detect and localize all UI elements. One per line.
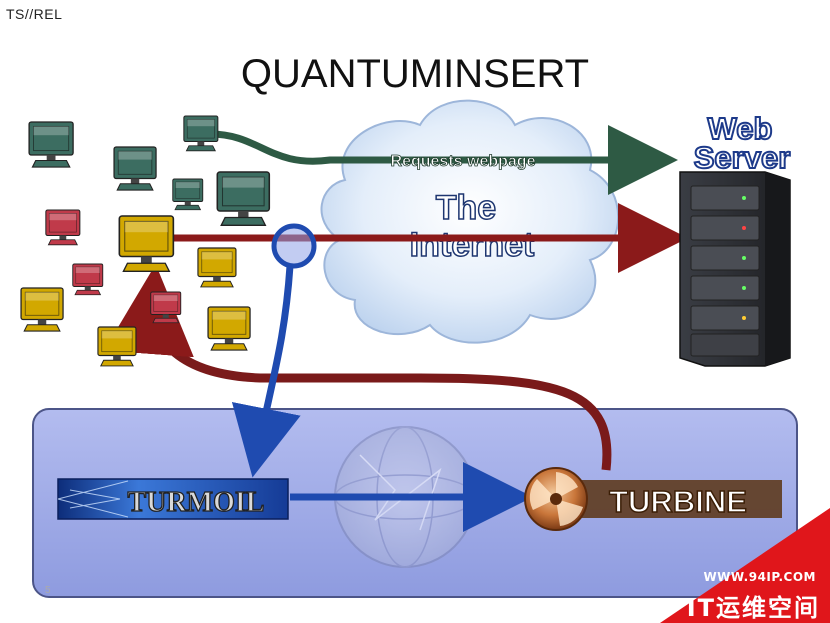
web-server-label-web: Web xyxy=(708,111,773,146)
page-title: QUANTUMINSERT xyxy=(240,52,590,96)
computer-icon xyxy=(172,178,204,211)
watermark-brand: IT运维空间 xyxy=(686,594,820,622)
classification-marking: TS//REL xyxy=(6,6,63,22)
computer-icon xyxy=(45,209,81,246)
requests-webpage-label: Requests webpage xyxy=(391,153,536,170)
turbine-logo: TURBINE xyxy=(524,467,782,531)
watermark-banner xyxy=(660,508,830,623)
web-server-label-server: Server xyxy=(694,140,791,175)
computer-icon xyxy=(97,326,137,367)
watermark-url: WWW.94IP.COM xyxy=(703,570,816,584)
tap-point-icon xyxy=(271,223,317,269)
cloud-label-the: The xyxy=(436,189,496,227)
slide-number: 5 xyxy=(45,585,51,596)
computer-icon xyxy=(150,291,182,324)
computer-icon xyxy=(216,171,271,227)
computer-icon xyxy=(207,306,251,351)
cloud-label-internet: Internet xyxy=(410,226,535,264)
injection-arrow xyxy=(104,264,612,471)
computer-icon xyxy=(72,263,104,296)
request-arrow xyxy=(209,125,678,195)
turmoil-label: TURMOIL xyxy=(128,487,265,518)
turbine-label: TURBINE xyxy=(609,484,747,519)
computer-icon xyxy=(20,287,64,332)
web-server-icon xyxy=(679,171,791,367)
computer-icon xyxy=(183,115,219,152)
turbine-blade-icon xyxy=(529,472,583,526)
computer-icon xyxy=(28,121,74,168)
computer-icon xyxy=(197,247,237,288)
target-computer-icon xyxy=(118,215,175,273)
tap-arrow xyxy=(231,265,301,478)
computer-icon xyxy=(113,146,157,191)
turmoil-logo: TURMOIL xyxy=(57,478,289,520)
